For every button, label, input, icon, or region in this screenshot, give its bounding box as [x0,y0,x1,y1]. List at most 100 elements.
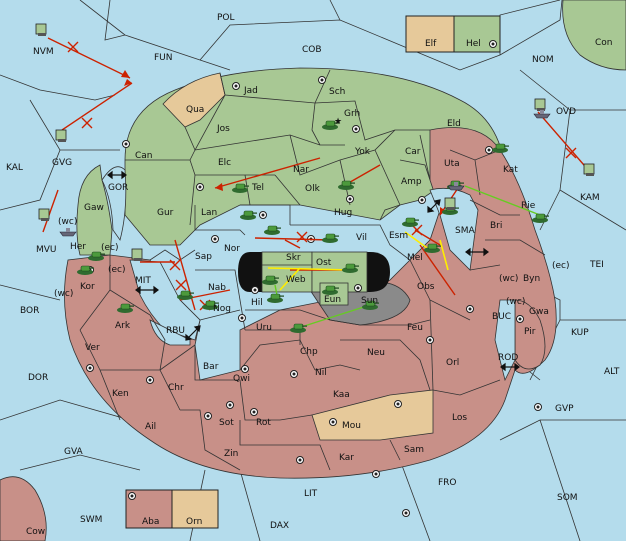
supply-center [146,376,154,384]
label-jos: Jos [216,124,230,134]
region-qua[interactable] [162,72,226,128]
home-flag-icon [35,23,47,36]
coast-label-wc-kor: (wc) [54,289,73,299]
army-unit[interactable] [322,285,339,295]
label-lit: LIT [304,489,318,499]
label-vil: Vil [356,233,367,243]
supply-center [226,401,234,409]
label-nvm: NVM [33,47,54,57]
supply-center [250,408,258,416]
label-gur: Gur [157,208,174,218]
supply-center [516,315,524,323]
label-mvu: MVU [36,245,57,255]
army-unit[interactable] [342,263,359,273]
label-tel: Tel [251,183,264,193]
label-tei: TEI [589,260,604,270]
label-chp: Chp [300,347,318,357]
units: ★ [35,23,595,333]
sea-rbu[interactable] [149,319,191,346]
label-eld: Eld [447,119,461,129]
label-olk: Olk [305,184,321,194]
army-unit[interactable] [232,183,249,193]
label-pir: Pir [524,327,536,337]
fleet-unit[interactable] [447,182,465,191]
label-her: Her [70,242,86,252]
army-unit[interactable] [532,213,549,223]
sea-mit[interactable] [129,259,201,341]
label-nog: Nog [213,304,231,314]
region-skr[interactable] [261,251,313,293]
army-unit[interactable] [88,251,105,261]
label-rod: ROD [498,353,518,363]
label-uta: Uta [444,159,460,169]
label-kaa: Kaa [333,390,350,400]
label-uru: Uru [256,323,272,333]
label-bor: BOR [20,306,39,316]
label-cow: Cow [26,527,45,537]
label-zin: Zin [224,449,238,459]
label-bri: Bri [490,221,502,231]
home-flag-icon [38,208,50,221]
army-unit[interactable] [202,300,219,310]
army-unit[interactable] [290,323,307,333]
coast-label-wc-byn: (wc) [499,274,518,284]
label-rot: Rot [256,418,271,428]
region-cow[interactable] [0,476,47,541]
supply-center [352,125,360,133]
army-unit[interactable] [267,293,284,303]
fleet-unit[interactable] [533,110,551,119]
army-unit[interactable] [322,233,339,243]
supply-center [290,370,298,378]
label-ail: Ail [145,422,156,432]
label-kar: Kar [339,453,354,463]
label-car: Car [405,147,421,157]
supply-center [259,211,267,219]
army-unit[interactable] [424,243,441,253]
label-bar: Bar [203,362,219,372]
army-unit[interactable] [338,180,355,190]
label-hug: Hug [334,208,352,218]
army-unit[interactable] [117,303,134,313]
label-kup: KUP [571,328,589,338]
army-unit[interactable] [492,143,509,153]
army-unit[interactable] [322,120,339,130]
army-unit[interactable] [402,217,419,227]
region-mou[interactable] [311,389,434,441]
legend-aba: Aba [142,517,159,527]
coast-label-ec-kor: (ec) [108,265,126,275]
region-con[interactable] [562,0,626,71]
label-dax: DAX [270,521,289,531]
supply-center [204,412,212,420]
supply-center [485,146,493,154]
fleet-unit[interactable] [59,228,77,237]
sea-gor[interactable] [101,166,127,241]
army-unit[interactable] [177,290,194,300]
label-skr: Skr [286,253,301,263]
label-alt: ALT [604,367,620,377]
supply-center [296,456,304,464]
red-borders [79,149,546,471]
label-kal: KAL [6,163,23,173]
label-sma: SMA [455,226,475,236]
army-unit[interactable] [264,225,281,235]
supply-center [354,284,362,292]
label-swm: SWM [80,515,102,525]
army-unit[interactable] [240,210,257,220]
home-flag-icon [131,248,143,261]
label-ver: Ver [85,343,100,353]
label-eun: Eun [324,295,341,305]
army-unit[interactable] [362,300,379,310]
coast-label-wc-her: (wc) [58,217,77,227]
home-flag-icon [444,197,456,210]
label-kat: Kat [503,165,518,175]
supply-center [426,336,434,344]
supply-center [534,403,542,411]
label-gvg: GVG [52,158,72,168]
label-nar: Nar [293,165,309,175]
sea-rod[interactable] [494,299,516,382]
army-unit[interactable] [77,265,94,275]
label-sun: Sun [361,296,378,306]
label-rie: Rie [521,201,536,211]
supply-center [402,509,410,517]
army-unit[interactable] [262,275,279,285]
